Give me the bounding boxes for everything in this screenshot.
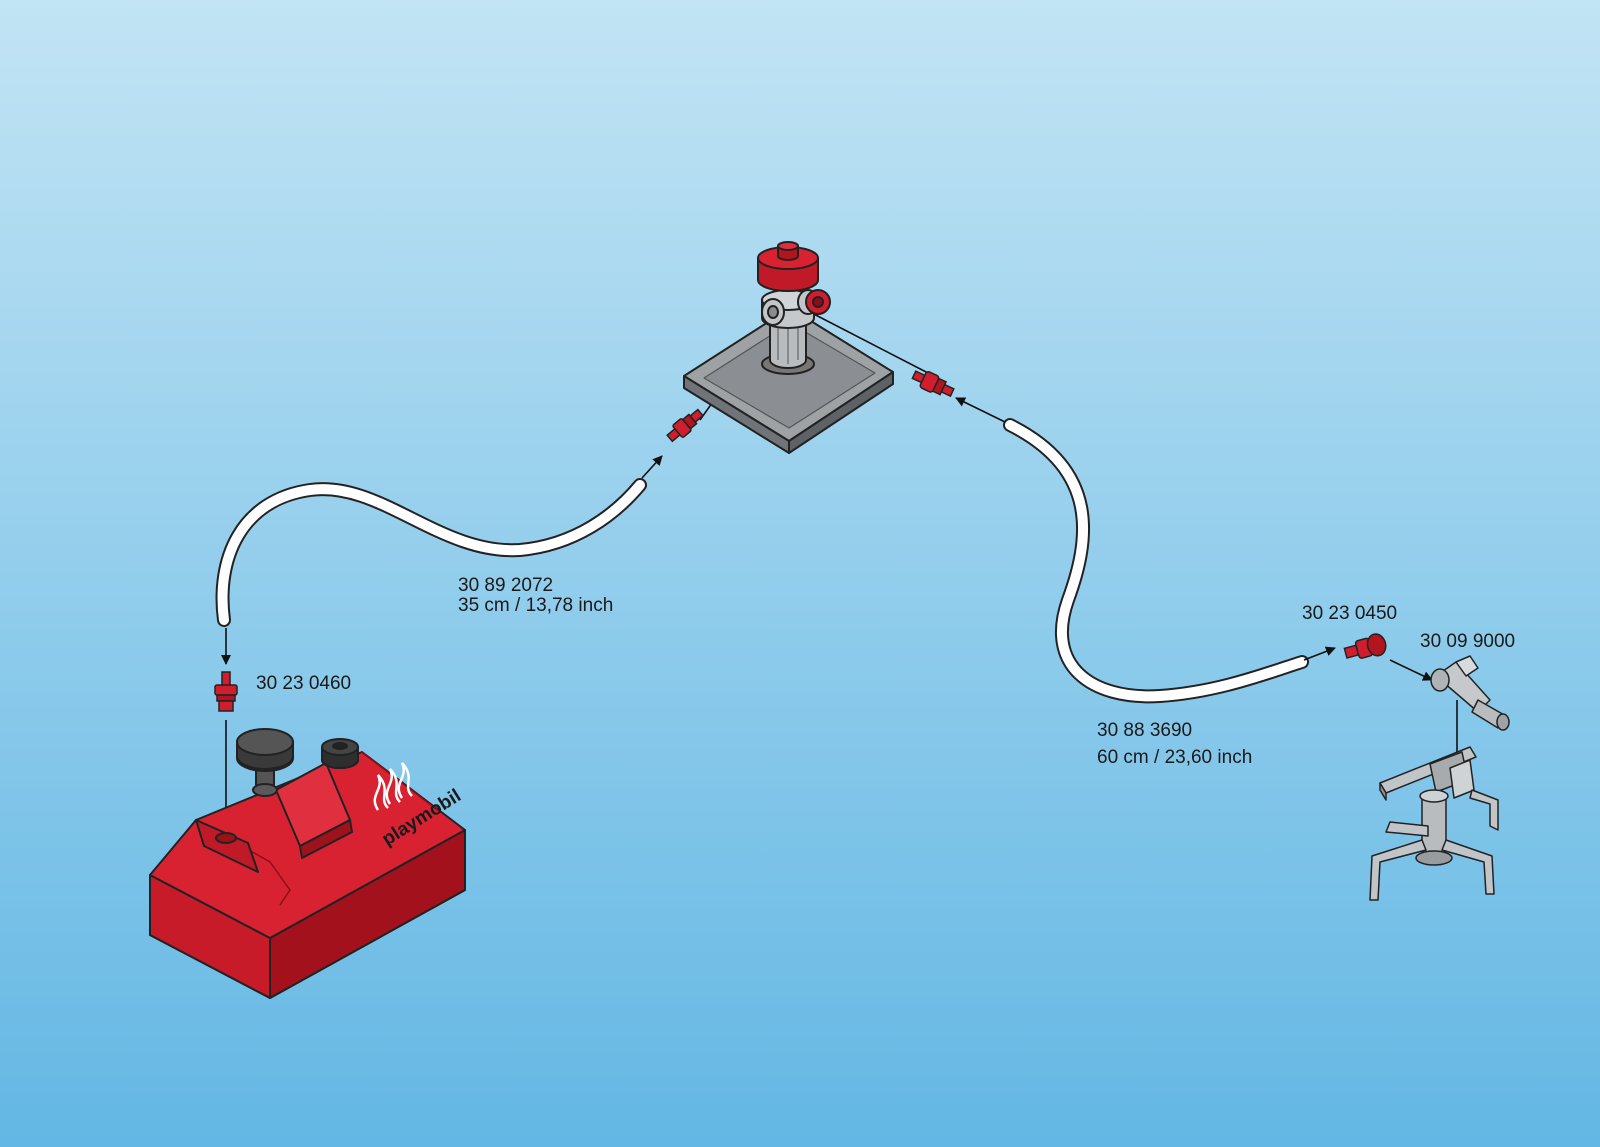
tank-flame-logo-icon [373,762,413,811]
hydrant [683,241,894,454]
part-number-nozzle: 30 09 9000 [1420,631,1515,652]
spray-nozzle [1430,655,1510,731]
hose-short [215,478,647,627]
part-number-hose-long: 30 88 3690 [1097,720,1192,741]
length-hose-long: 60 cm / 23,60 inch [1097,747,1252,768]
hose-long [1003,418,1309,704]
connector-nozzle [1343,633,1387,659]
length-hose-short: 35 cm / 13,78 inch [458,595,613,616]
nozzle-holder [1369,746,1499,901]
part-number-connector-nozzle: 30 23 0450 [1302,603,1397,624]
part-number-connector-tank: 30 23 0460 [256,673,351,694]
connector-tank [214,671,238,712]
connector-hydrant-right [911,370,955,398]
connector-hydrant-left [666,408,705,443]
part-number-hose-short: 30 89 2072 [458,575,553,596]
